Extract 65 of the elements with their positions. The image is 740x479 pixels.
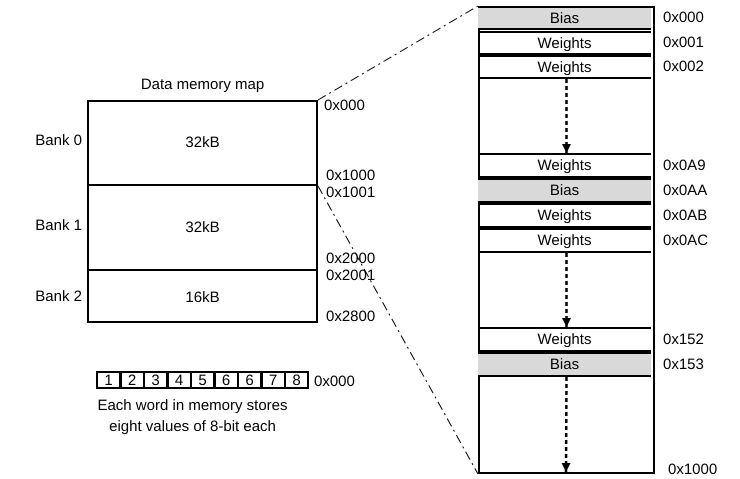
word-label: Bias bbox=[550, 183, 580, 198]
memory-word bbox=[478, 55, 651, 79]
cell-value: 2 bbox=[128, 372, 136, 388]
word-label: Weights bbox=[538, 233, 592, 248]
cell-value: 5 bbox=[198, 372, 207, 388]
memory-column bbox=[478, 6, 655, 474]
bank-size: 32kB bbox=[185, 220, 220, 235]
address-label: 0x1001 bbox=[326, 183, 376, 203]
address-label: 0x1000 bbox=[326, 166, 376, 186]
word-label: Weights bbox=[538, 60, 592, 74]
memory-word bbox=[478, 203, 651, 228]
address-label: 0x002 bbox=[663, 58, 704, 76]
address-label: 0x001 bbox=[663, 34, 704, 52]
address-label: 0x000 bbox=[314, 372, 355, 392]
address-label: 0x153 bbox=[663, 356, 704, 374]
value-cell bbox=[166, 371, 192, 389]
value-cell bbox=[260, 371, 286, 389]
cell-value: 6 bbox=[245, 372, 254, 388]
bank-label: Bank 2 bbox=[34, 287, 82, 307]
bank-size: 32kB bbox=[185, 134, 220, 150]
address-label: 0x2800 bbox=[326, 307, 376, 327]
bank-label: Bank 0 bbox=[34, 131, 82, 151]
note-text: Each word in memory stores eight values of 8-bit each bbox=[96, 396, 289, 437]
dotted-arrow bbox=[562, 377, 571, 472]
value-cell bbox=[237, 371, 262, 389]
cell-value: 7 bbox=[268, 372, 278, 388]
word-label: Weights bbox=[538, 36, 592, 50]
memory-word bbox=[478, 178, 651, 203]
address-label: 0x0AC bbox=[663, 232, 708, 250]
memory-word bbox=[478, 31, 651, 55]
address-label: 0x1000 bbox=[668, 460, 718, 479]
address-label: 0x2001 bbox=[326, 266, 376, 286]
value-cell bbox=[143, 371, 168, 389]
address-label: 0x000 bbox=[663, 9, 704, 27]
cell-value: 3 bbox=[151, 372, 160, 388]
address-label: 0x0AA bbox=[663, 182, 708, 200]
word-label: Bias bbox=[550, 357, 580, 372]
dotted-arrow bbox=[562, 253, 571, 327]
value-cell bbox=[96, 371, 121, 389]
bank-label: Bank 1 bbox=[34, 216, 82, 236]
memory-word bbox=[478, 6, 651, 30]
word-label: Weights bbox=[538, 208, 592, 223]
bank-size: 16kB bbox=[185, 290, 220, 304]
word-label: Bias bbox=[550, 10, 580, 26]
dotted-arrow bbox=[562, 79, 571, 153]
value-cell bbox=[120, 371, 144, 389]
value-cell bbox=[284, 371, 309, 389]
cell-value: 8 bbox=[292, 372, 301, 388]
address-label: 0x2000 bbox=[326, 249, 376, 269]
memory-word bbox=[478, 228, 651, 253]
zoom-line bbox=[318, 6, 478, 100]
memory-word bbox=[478, 352, 651, 377]
cell-value: 6 bbox=[222, 372, 230, 388]
diagram-heading: Data memory map bbox=[140, 75, 266, 95]
address-label: 0x152 bbox=[663, 330, 704, 348]
word-label: Weights bbox=[538, 158, 592, 173]
address-label: 0x000 bbox=[324, 96, 365, 116]
word-label: Weights bbox=[538, 332, 592, 347]
zoom-line bbox=[318, 186, 478, 474]
cell-value: 4 bbox=[174, 372, 184, 388]
value-cell bbox=[214, 371, 238, 389]
address-label: 0x0AB bbox=[663, 206, 708, 224]
address-label: 0x0A9 bbox=[663, 156, 706, 174]
cell-value: 1 bbox=[104, 372, 113, 388]
value-cell bbox=[190, 371, 215, 389]
